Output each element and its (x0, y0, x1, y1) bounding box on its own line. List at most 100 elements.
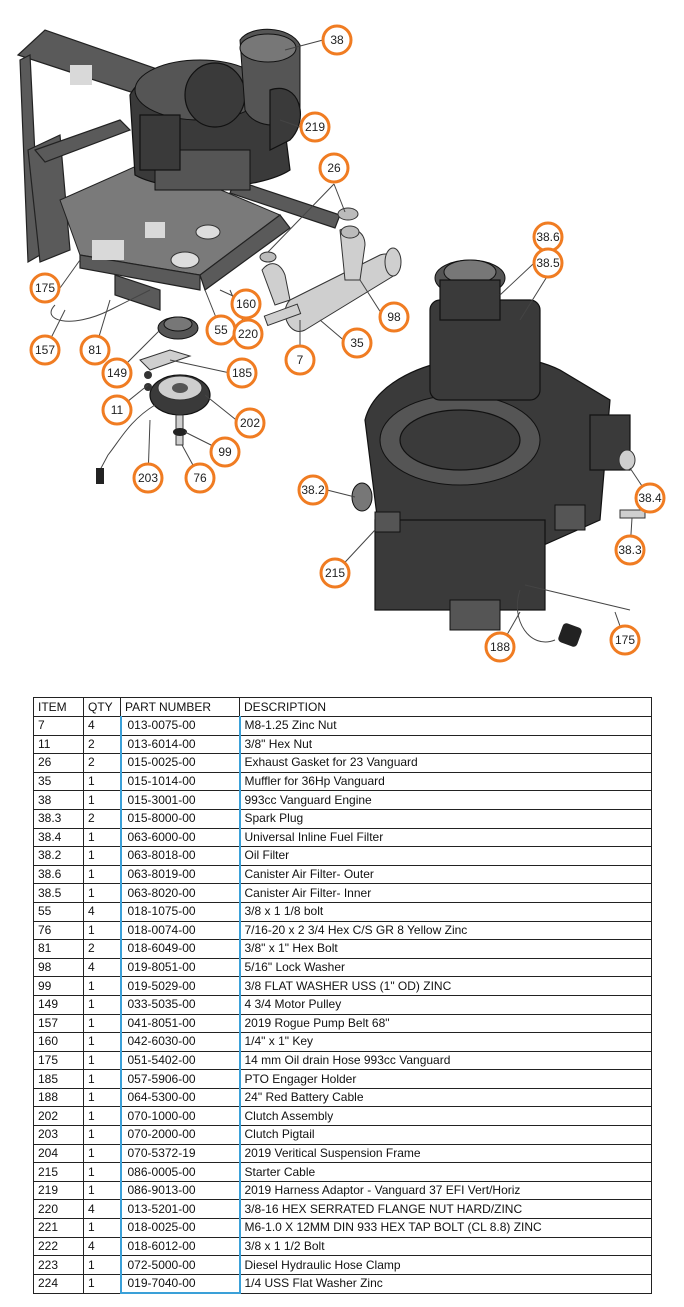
cell-item: 38.3 (33, 808, 84, 829)
callout-label: 7 (297, 353, 304, 367)
cell-qty: 1 (83, 1273, 121, 1294)
cell-item: 38.4 (33, 827, 84, 848)
callout-label: 219 (305, 120, 325, 134)
callout-label: 38.4 (638, 491, 662, 505)
cell-description: Muffler for 36Hp Vanguard (239, 771, 652, 792)
callout-label: 157 (35, 343, 55, 357)
cell-part-number: 063-6000-00 (119, 827, 241, 848)
cell-description: 993cc Vanguard Engine (239, 790, 652, 810)
cell-item: 188 (33, 1087, 84, 1108)
cell-qty: 1 (83, 883, 121, 903)
cell-part-number: 018-6049-00 (119, 939, 241, 959)
cell-item: 76 (33, 920, 84, 941)
cell-description: 3/8 x 1 1/2 Bolt (239, 1236, 652, 1257)
callout-81: 81 (79, 334, 111, 366)
cell-part-number: 063-8019-00 (119, 864, 241, 885)
cell-qty: 1 (83, 976, 121, 996)
cell-qty: 4 (83, 1236, 121, 1257)
callout-7: 7 (284, 344, 316, 376)
callout-label: 175 (615, 633, 635, 647)
cell-item: 204 (33, 1143, 84, 1164)
callout-label: 26 (327, 161, 341, 175)
cell-part-number: 033-5035-00 (119, 994, 241, 1015)
cell-part-number: 086-9013-00 (119, 1180, 241, 1201)
cell-description: 3/8 FLAT WASHER USS (1" OD) ZINC (239, 976, 652, 996)
cell-part-number: 018-6012-00 (119, 1236, 241, 1257)
cell-description: Starter Cable (239, 1162, 652, 1182)
callout-203: 203 (132, 462, 164, 494)
cell-qty: 2 (83, 808, 121, 829)
cell-item: 222 (33, 1236, 84, 1257)
cell-part-number: 015-0025-00 (119, 753, 241, 773)
cell-qty: 1 (83, 994, 121, 1015)
header-description: DESCRIPTION (239, 697, 652, 717)
cell-item: 157 (33, 1013, 84, 1034)
header-item: ITEM (33, 697, 84, 717)
cell-item: 55 (33, 901, 84, 922)
cell-qty: 4 (83, 957, 121, 978)
callout-188: 188 (484, 631, 516, 663)
callout-38-6: 38.6 (532, 221, 564, 253)
cell-item: 98 (33, 957, 84, 978)
callout-38-5: 38.5 (532, 247, 564, 279)
cell-description: Canister Air Filter- Inner (239, 883, 652, 903)
cell-part-number: 018-0025-00 (119, 1218, 241, 1238)
cell-item: 220 (33, 1199, 84, 1220)
cell-part-number: 063-8018-00 (119, 846, 241, 866)
callout-11: 11 (101, 394, 133, 426)
cell-qty: 4 (83, 716, 121, 736)
cell-part-number: 070-2000-00 (119, 1125, 241, 1145)
callout-label: 215 (325, 566, 345, 580)
cell-item: 202 (33, 1106, 84, 1127)
cell-description: 4 3/4 Motor Pulley (239, 994, 652, 1015)
cell-description: 3/8" Hex Nut (239, 734, 652, 755)
callout-label: 175 (35, 281, 55, 295)
callout-149: 149 (101, 357, 133, 389)
cell-item: 175 (33, 1050, 84, 1071)
cell-item: 149 (33, 994, 84, 1015)
callout-160: 160 (230, 288, 262, 320)
cell-description: 2019 Harness Adaptor - Vanguard 37 EFI V… (239, 1180, 652, 1201)
callout-label: 98 (387, 310, 401, 324)
cell-qty: 1 (83, 790, 121, 810)
callout-label: 38.3 (618, 543, 642, 557)
cell-part-number: 086-0005-00 (119, 1162, 241, 1182)
callout-202: 202 (234, 407, 266, 439)
cell-item: 221 (33, 1218, 84, 1238)
cell-qty: 1 (83, 1162, 121, 1182)
cell-description: M6-1.0 X 12MM DIN 933 HEX TAP BOLT (CL 8… (239, 1218, 652, 1238)
callout-label: 203 (138, 471, 158, 485)
callout-label: 38.5 (536, 256, 560, 270)
cell-description: Clutch Assembly (239, 1106, 652, 1127)
callout-35: 35 (341, 327, 373, 359)
cell-qty: 1 (83, 1255, 121, 1275)
callout-38-3: 38.3 (614, 534, 646, 566)
exploded-parts-diagram: 38 219 26 38.6 38.5 175 160 98 55 220 15… (16, 24, 666, 663)
cell-part-number: 070-5372-19 (119, 1143, 241, 1164)
cell-description: Canister Air Filter- Outer (239, 864, 652, 885)
cell-part-number: 018-0074-00 (119, 920, 241, 941)
cell-description: 24" Red Battery Cable (239, 1087, 652, 1108)
cell-description: 2019 Veritical Suspension Frame (239, 1143, 652, 1164)
cell-item: 7 (33, 716, 84, 736)
cell-item: 81 (33, 939, 84, 959)
cell-part-number: 013-5201-00 (119, 1199, 241, 1220)
cell-part-number: 019-5029-00 (119, 976, 241, 996)
